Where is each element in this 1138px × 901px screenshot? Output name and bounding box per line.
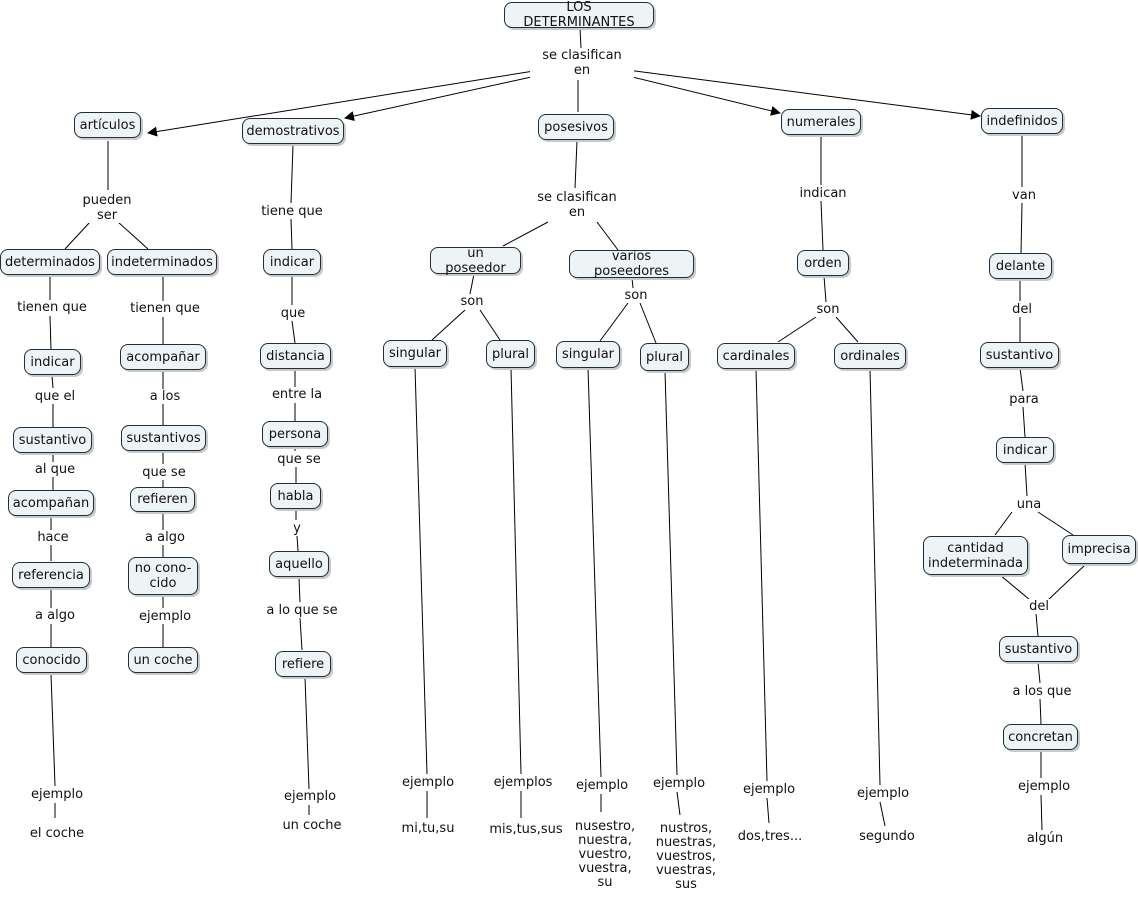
phrase-del: del (1002, 302, 1042, 317)
phrase-ejemplo: ejemplo (1007, 779, 1081, 794)
concept-varios-poseedores[interactable]: varios poseedores (569, 249, 694, 279)
concept-determinados[interactable]: determinados (0, 249, 100, 275)
phrase-ejemplos: ejemplos (481, 775, 565, 790)
phrase-del: del (1019, 599, 1059, 614)
phrase-ejemplo: ejemplo (732, 782, 806, 797)
concept-un-poseedor[interactable]: un poseedor (430, 246, 521, 276)
phrase-al-que: al que (18, 462, 92, 477)
phrase-a-los: a los (128, 389, 202, 404)
root-link-phrase: se clasifican en (530, 48, 634, 78)
phrase-que-se: que se (127, 465, 201, 480)
concept-no-conocido[interactable]: no cono- cido (128, 557, 198, 595)
phrase-ejemplo: ejemplo (128, 609, 202, 624)
concept-ordinales[interactable]: ordinales (834, 343, 906, 369)
phrase-a-algo: a algo (128, 530, 202, 545)
phrase-ejemplo: ejemplo (642, 776, 716, 791)
phrase-y: y (284, 521, 310, 536)
phrase-se-clasifican-en: se clasifican en (525, 190, 629, 220)
phrase-una: una (1008, 497, 1050, 512)
phrase-tienen-que: tienen que (5, 300, 99, 315)
example-mi-tu-su: mi,tu,su (386, 822, 470, 836)
concept-sustantivo[interactable]: sustantivo (13, 427, 92, 453)
concept-referencia[interactable]: referencia (12, 562, 90, 588)
concept-orden[interactable]: orden (797, 250, 849, 276)
example-dos-tres: dos,tres... (723, 830, 817, 844)
root-concept[interactable]: LOS DETERMINANTES (504, 0, 654, 30)
concept-delante[interactable]: delante (989, 253, 1052, 279)
example-nustros-list: nustros, nuestras, vuestros, vuestras, s… (642, 822, 730, 892)
concept-sustantivos[interactable]: sustantivos (121, 425, 206, 451)
phrase-a-lo-que-se: a lo que se (255, 603, 349, 618)
example-un-coche: un coche (270, 819, 354, 833)
concept-indicar[interactable]: indicar (263, 249, 321, 275)
phrase-que: que (266, 306, 320, 321)
phrase-que-se: que se (262, 452, 336, 467)
phrase-ejemplo: ejemplo (20, 787, 94, 802)
concept-demostrativos[interactable]: demostrativos (242, 118, 344, 144)
phrase-tienen-que: tienen que (118, 301, 212, 316)
concept-indicar[interactable]: indicar (24, 349, 81, 375)
concept-refiere[interactable]: refiere (275, 651, 331, 677)
phrase-ejemplo: ejemplo (391, 775, 465, 790)
concept-distancia[interactable]: distancia (260, 343, 331, 369)
concept-numerales[interactable]: numerales (781, 109, 861, 135)
phrase-son: son (810, 302, 846, 317)
concept-posesivos[interactable]: posesivos (538, 114, 614, 140)
concept-indeterminados[interactable]: indeterminados (107, 249, 217, 275)
concept-acompanar[interactable]: acompañar (120, 344, 206, 370)
phrase-a-los-que: a los que (1000, 684, 1084, 699)
phrase-indican: indican (786, 186, 860, 201)
concept-singular[interactable]: singular (383, 340, 447, 367)
concept-aquello[interactable]: aquello (269, 551, 329, 577)
concept-indefinidos[interactable]: indefinidos (981, 108, 1063, 134)
concept-persona[interactable]: persona (262, 421, 328, 447)
concept-cardinales[interactable]: cardinales (717, 343, 795, 369)
concept-acompanan[interactable]: acompañan (8, 490, 94, 516)
phrase-ejemplo: ejemplo (565, 778, 639, 793)
example-el-coche: el coche (15, 827, 99, 841)
concept-singular[interactable]: singular (556, 341, 620, 368)
phrase-son: son (454, 294, 490, 309)
concept-conocido[interactable]: conocido (16, 647, 87, 673)
concept-un-coche[interactable]: un coche (128, 647, 198, 673)
example-algun: algún (1013, 832, 1077, 846)
phrase-tiene-que: tiene que (250, 204, 334, 219)
phrase-son: son (618, 288, 654, 303)
concept-sustantivo[interactable]: sustantivo (980, 342, 1059, 368)
phrase-hace: hace (21, 530, 85, 545)
phrase-ejemplo: ejemplo (846, 786, 920, 801)
concept-habla[interactable]: habla (270, 483, 321, 509)
phrase-ejemplo: ejemplo (273, 789, 347, 804)
concept-plural[interactable]: plural (486, 340, 535, 368)
concept-indicar[interactable]: indicar (996, 437, 1054, 463)
concept-cantidad-indeterminada[interactable]: cantidad indeterminada (923, 536, 1028, 575)
phrase-que-el: que el (18, 389, 92, 404)
phrase-van: van (1002, 188, 1046, 203)
concept-articulos[interactable]: artículos (74, 112, 141, 138)
example-segundo: segundo (845, 830, 929, 844)
concept-imprecisa[interactable]: imprecisa (1062, 535, 1136, 564)
concept-plural[interactable]: plural (640, 343, 689, 371)
phrase-a-algo: a algo (18, 608, 92, 623)
phrase-entre-la: entre la (260, 387, 334, 402)
example-nusestro-list: nusestro, nuestra, vuestro, vuestra, su (563, 820, 647, 890)
phrase-para: para (1000, 392, 1048, 407)
example-mis-tus-sus: mis,tus,sus (479, 823, 573, 837)
concept-sustantivo[interactable]: sustantivo (999, 636, 1078, 662)
phrase-pueden-ser: pueden ser (70, 193, 144, 223)
concept-concretan[interactable]: concretan (1003, 724, 1078, 750)
concept-refieren[interactable]: refieren (130, 487, 195, 512)
